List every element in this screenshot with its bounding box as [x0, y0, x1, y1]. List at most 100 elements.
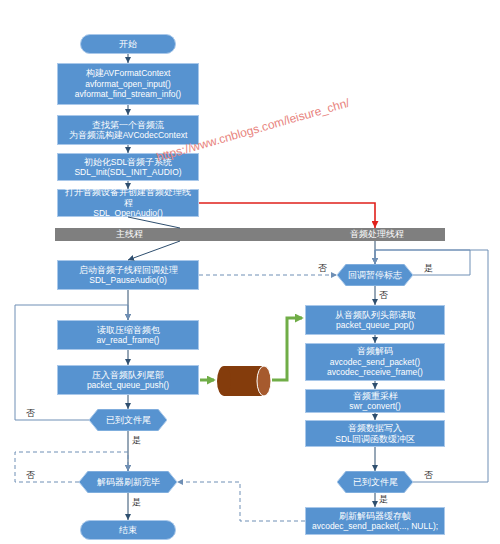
- decision-shape: [79, 471, 177, 493]
- node-text-group: 音频处理线程: [305, 229, 445, 240]
- process-box: 打开音频设备并创建音频处理线程SDL_OpenAudio(): [57, 189, 199, 217]
- push-flow-arrow: [200, 379, 214, 382]
- branch-label: 是: [379, 493, 388, 506]
- queue-cylinder-front: [257, 366, 271, 396]
- process-box: 查找第一个音频流为音频流构建AVCodecContext: [57, 115, 199, 145]
- flow-connector: [128, 431, 129, 471]
- flow-connector: [375, 250, 470, 275]
- flow-connector: [199, 203, 375, 228]
- node-heading: 初始化SDL音频子系统: [84, 157, 173, 167]
- node-text-group: 查找第一个音频流为音频流构建AVCodecContext: [58, 120, 198, 141]
- node-text-group: 音频解码avcodec_send_packet() avcodec_receiv…: [306, 346, 444, 377]
- node-heading: 从音频队列头部读取: [335, 310, 416, 320]
- process-box: 启动音频子线程回调处理SDL_PauseAudio(0): [57, 260, 199, 290]
- node-heading: 开始: [119, 39, 137, 49]
- node-heading: 刷新解码器缓存帧: [339, 511, 411, 521]
- node-body: packet_queue_push(): [87, 380, 169, 390]
- node-body: avcodec_send_packet() avcodec_receive_fr…: [309, 357, 441, 378]
- decision-shape: [337, 471, 413, 493]
- branch-label: 否: [379, 289, 388, 302]
- flow-connector: [128, 54, 129, 63]
- flow-connector: [128, 217, 180, 228]
- node-text-group: 构建AVFormatContextavformat_open_input() a…: [58, 68, 198, 99]
- flow-connector: [15, 452, 128, 482]
- node-text-group: 从音频队列头部读取packet_queue_pop(): [306, 310, 444, 331]
- flow-connector: [128, 241, 180, 260]
- process-box: 压入音频队列尾部packet_queue_push(): [57, 365, 199, 395]
- decision-shape: [89, 409, 167, 431]
- pop-flow-arrow: [272, 318, 302, 380]
- thread-band: 音频处理线程: [305, 228, 445, 241]
- node-body: avformat_open_input() avformat_find_stre…: [61, 79, 195, 100]
- node-text-group: 启动音频子线程回调处理SDL_PauseAudio(0): [58, 265, 198, 286]
- node-body: SDL_PauseAudio(0): [89, 275, 167, 285]
- branch-label: 是: [132, 434, 141, 447]
- node-heading: 查找第一个音频流: [92, 120, 164, 130]
- process-box: 从音频队列头部读取packet_queue_pop(): [305, 305, 445, 335]
- branch-label: 是: [132, 496, 141, 509]
- flow-connector: [128, 290, 129, 320]
- node-text-group: 已到文件尾: [337, 477, 413, 487]
- flow-connector: [375, 413, 376, 420]
- flow-connector: [375, 493, 376, 507]
- decision-shape: [337, 264, 413, 286]
- node-text-group: 读取压缩音频包av_read_frame(): [58, 325, 198, 346]
- node-heading: 构建AVFormatContext: [86, 68, 171, 78]
- node-heading: 音频数据写入: [348, 423, 402, 433]
- flow-connector: [128, 493, 129, 520]
- flow-connector: [128, 181, 129, 189]
- branch-label: 否: [424, 469, 433, 482]
- flow-connector: [128, 105, 129, 115]
- node-heading: 已到文件尾: [106, 415, 151, 425]
- process-box: 音频数据写入SDL回调函数缓冲区: [305, 420, 445, 447]
- decision-hexagon: 回调暂停标志: [337, 264, 413, 286]
- flow-connector: [177, 482, 305, 521]
- queue-cylinder-back: [217, 366, 231, 396]
- node-heading: 回调暂停标志: [348, 270, 402, 280]
- node-text-group: 主线程: [55, 229, 305, 240]
- process-box: 读取压缩音频包av_read_frame(): [57, 320, 199, 350]
- flow-connector: [199, 275, 337, 276]
- flow-connector: [375, 335, 376, 343]
- flow-connector: [375, 241, 376, 264]
- flow-connector: [15, 305, 128, 420]
- node-heading: 音频处理线程: [350, 229, 404, 240]
- node-heading: 结束: [119, 525, 137, 535]
- flow-connector: [128, 395, 129, 409]
- decision-hexagon: 解码器刷新完毕: [79, 471, 177, 493]
- node-body: 为音频流构建AVCodecContext: [69, 130, 188, 140]
- flow-connector: [128, 350, 129, 365]
- node-heading: 读取压缩音频包: [97, 325, 160, 335]
- node-body: av_read_frame(): [97, 335, 160, 345]
- node-body: avcodec_send_packet(..., NULL);: [312, 521, 438, 531]
- flow-connector: [128, 145, 129, 153]
- node-text-group: 解码器刷新完毕: [79, 477, 177, 487]
- decision-hexagon: 已到文件尾: [89, 409, 167, 431]
- branch-label: 否: [26, 407, 35, 420]
- node-body: packet_queue_pop(): [336, 320, 414, 330]
- terminal-pill: 结束: [80, 520, 176, 540]
- node-body: SDL回调函数缓冲区: [335, 434, 415, 444]
- decision-hexagon: 已到文件尾: [337, 471, 413, 493]
- node-heading: 解码器刷新完毕: [97, 477, 160, 487]
- node-text-group: 开始: [81, 39, 175, 49]
- process-box: 音频解码avcodec_send_packet() avcodec_receiv…: [305, 343, 445, 381]
- node-heading: 启动音频子线程回调处理: [79, 265, 178, 275]
- branch-label: 否: [318, 262, 327, 275]
- flow-connector: [375, 447, 376, 471]
- thread-band: 主线程: [55, 228, 305, 241]
- process-box: 刷新解码器缓存帧avcodec_send_packet(..., NULL);: [305, 507, 445, 535]
- node-text-group: 音频重采样swr_convert(): [306, 391, 444, 412]
- node-body: swr_convert(): [349, 401, 400, 411]
- node-heading: 音频解码: [357, 346, 393, 356]
- node-text-group: 回调暂停标志: [337, 270, 413, 280]
- flow-connector: [375, 286, 376, 305]
- node-body: SDL_OpenAudio(): [93, 208, 162, 218]
- node-text-group: 打开音频设备并创建音频处理线程SDL_OpenAudio(): [58, 187, 198, 218]
- node-text-group: 刷新解码器缓存帧avcodec_send_packet(..., NULL);: [306, 511, 444, 532]
- node-text-group: 压入音频队列尾部packet_queue_push(): [58, 370, 198, 391]
- process-box: 构建AVFormatContextavformat_open_input() a…: [57, 63, 199, 105]
- branch-label: 否: [26, 469, 35, 482]
- node-text-group: 结束: [81, 525, 175, 535]
